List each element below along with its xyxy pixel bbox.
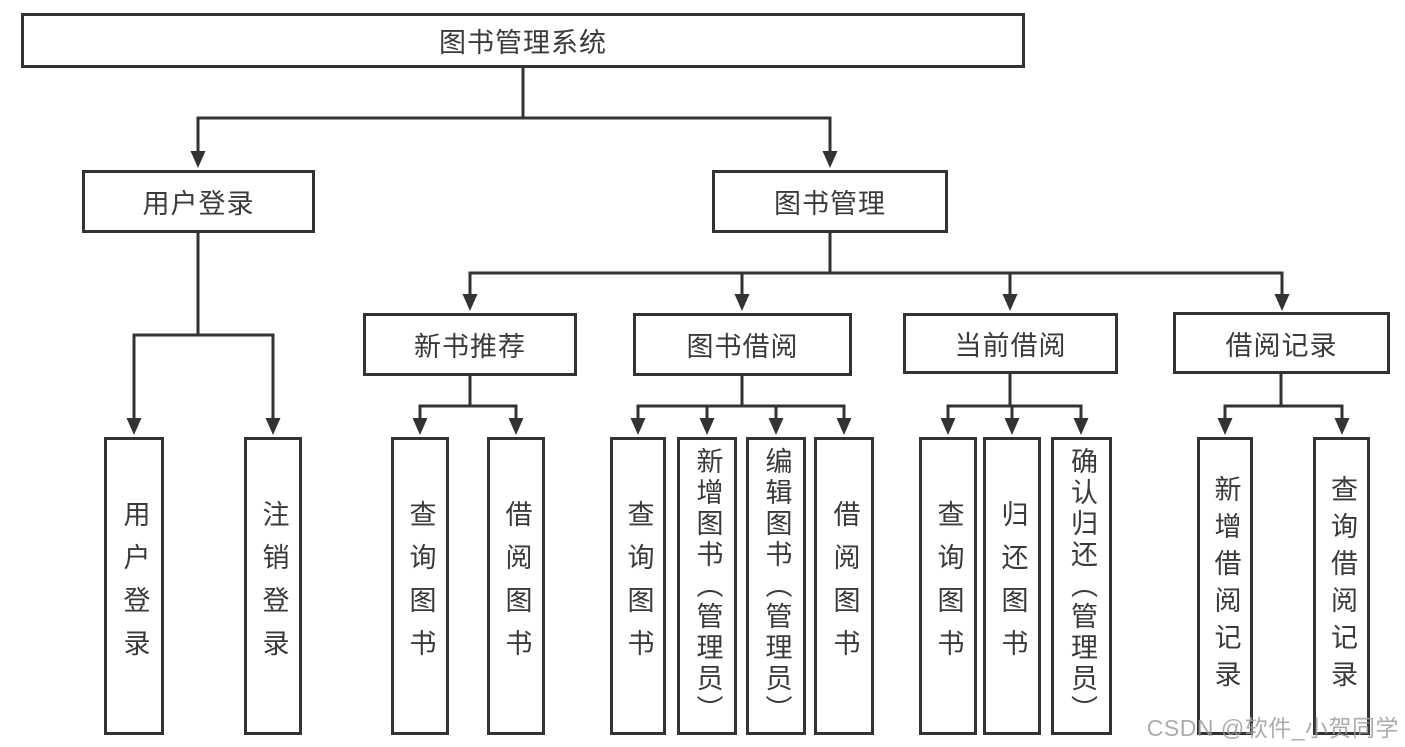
leaf-query-books-borrowing: 查询图书 xyxy=(610,437,666,735)
node-book-borrowing: 图书借阅 xyxy=(633,313,852,376)
leaf-label: 查询图书 xyxy=(623,500,654,672)
leaf-borrow-books: 借阅图书 xyxy=(814,437,874,735)
leaf-confirm-return-admin: 确认归还（管理员） xyxy=(1051,437,1112,735)
node-label: 用户登录 xyxy=(142,189,255,219)
leaf-return-books: 归还图书 xyxy=(983,437,1041,735)
node-borrow-records: 借阅记录 xyxy=(1173,312,1390,374)
leaf-label: 查询借阅记录 xyxy=(1327,475,1357,697)
leaf-add-borrow-record: 新增借阅记录 xyxy=(1197,437,1253,735)
node-label: 图书借阅 xyxy=(686,332,799,362)
leaf-label: 确认归还（管理员） xyxy=(1067,446,1097,726)
leaf-user-login: 用户登录 xyxy=(104,437,164,735)
leaf-label: 查询图书 xyxy=(933,500,964,672)
node-current-borrowing: 当前借阅 xyxy=(903,313,1118,374)
node-label: 当前借阅 xyxy=(954,331,1067,361)
leaf-label: 归还图书 xyxy=(997,500,1028,672)
leaf-borrow-books-recommend: 借阅图书 xyxy=(487,437,545,735)
leaf-logout-login: 注销登录 xyxy=(244,437,302,735)
leaf-label: 新增图书（管理员） xyxy=(692,446,723,726)
leaf-label: 借阅图书 xyxy=(501,500,532,672)
leaf-label: 用户登录 xyxy=(119,500,150,672)
leaf-query-books-recommend: 查询图书 xyxy=(391,437,449,735)
leaf-label: 注销登录 xyxy=(258,500,289,672)
leaf-label: 编辑图书（管理员） xyxy=(761,446,792,726)
node-new-book-recommend: 新书推荐 xyxy=(363,313,577,376)
node-root-library-system: 图书管理系统 xyxy=(21,13,1025,68)
node-label: 借阅记录 xyxy=(1225,330,1338,361)
csdn-watermark: CSDN @软件_小贺同学 xyxy=(1146,715,1399,741)
leaf-edit-books-admin: 编辑图书（管理员） xyxy=(746,437,806,735)
node-label: 图书管理系统 xyxy=(439,28,607,58)
node-label: 图书管理 xyxy=(774,189,886,219)
leaf-label: 新增借阅记录 xyxy=(1210,475,1241,697)
leaf-query-books-current: 查询图书 xyxy=(919,437,977,735)
leaf-add-books-admin: 新增图书（管理员） xyxy=(677,437,737,735)
node-label: 新书推荐 xyxy=(414,332,526,362)
leaf-label: 查询图书 xyxy=(405,500,436,672)
node-book-management: 图书管理 xyxy=(712,170,948,233)
node-user-login: 用户登录 xyxy=(82,170,315,233)
leaf-label: 借阅图书 xyxy=(829,500,860,672)
leaf-query-borrow-record: 查询借阅记录 xyxy=(1313,437,1370,735)
